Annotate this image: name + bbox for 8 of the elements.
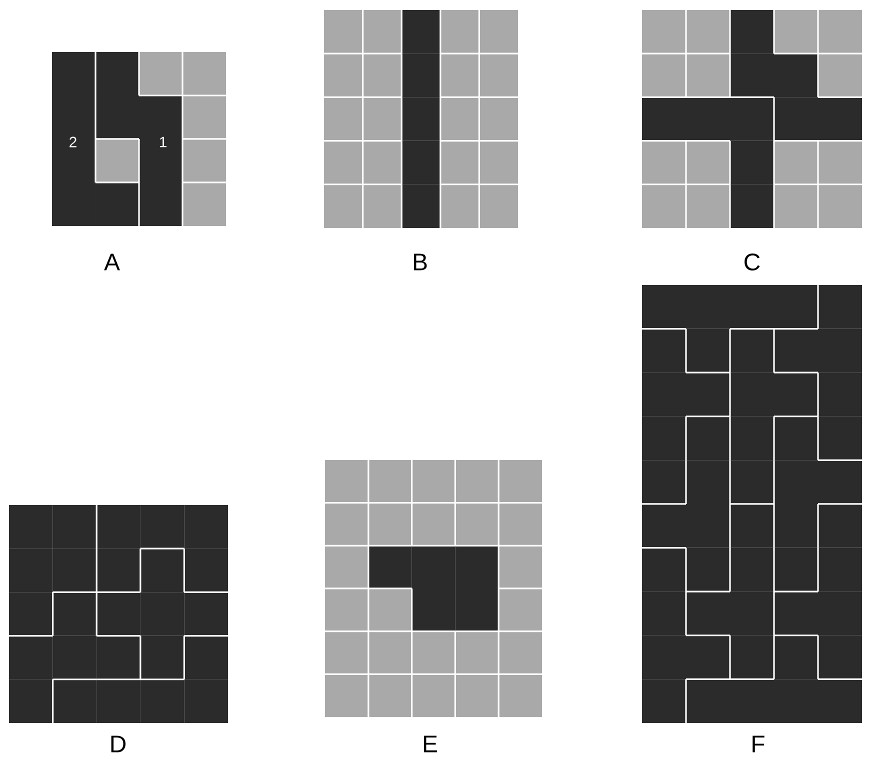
panel-label: C [744,254,760,270]
piece-number: 2 [70,136,76,148]
panel-label: B [414,254,427,270]
panel-label: E [424,736,437,752]
panel-label: F [752,736,764,752]
panel-label: A [104,254,120,270]
piece-number: 1 [160,136,166,148]
panel-label: D [111,736,126,752]
